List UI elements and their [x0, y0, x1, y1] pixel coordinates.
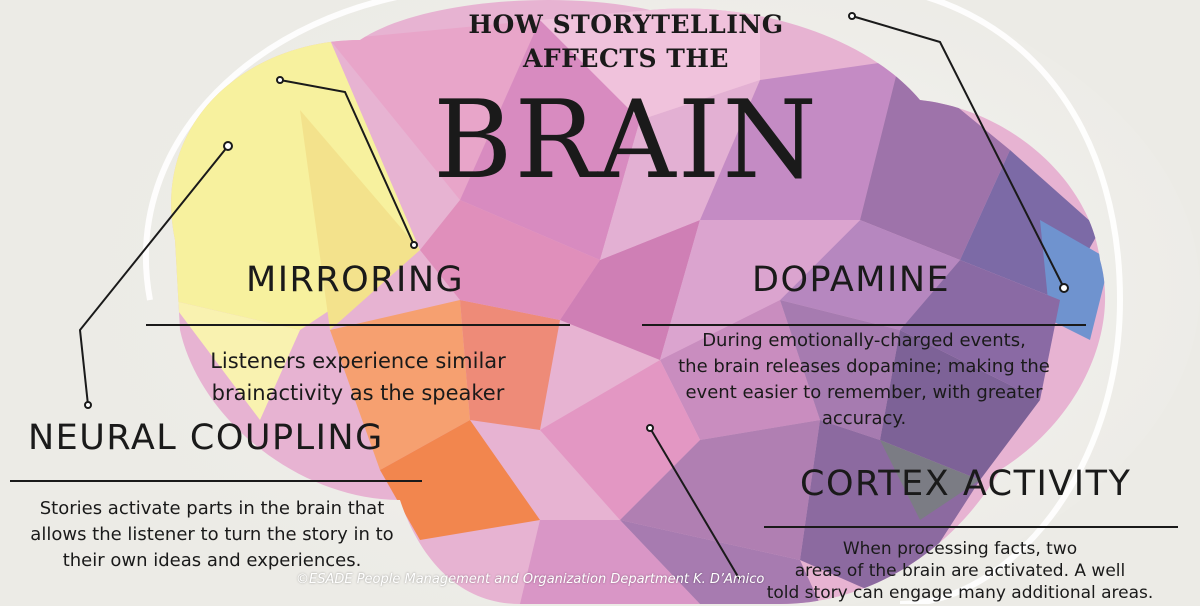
neural-coupling-text-1: Stories activate parts in the brain that: [39, 498, 385, 519]
connector-dopamine: [851, 15, 1065, 289]
connector-cortex: [649, 427, 741, 581]
title-main: BRAIN: [433, 78, 819, 203]
mirroring-divider: [146, 324, 570, 326]
neural-coupling-text-2: allows the listener to turn the story in…: [30, 524, 394, 545]
cortex-activity-heading: CORTEX ACTIVITY: [800, 464, 1132, 504]
dopamine-text-1: During emotionally-charged events,: [702, 330, 1026, 351]
cortex-activity-text-2: areas of the brain are activated. A well: [794, 561, 1126, 581]
cortex-activity-divider: [764, 526, 1178, 528]
title-line-2: AFFECTS THE: [523, 44, 729, 73]
connector-lines: [78, 15, 1065, 581]
dopamine-text-2: the brain releases dopamine; making the: [678, 356, 1050, 377]
dopamine-text-4: accuracy.: [821, 408, 907, 429]
dopamine-heading: DOPAMINE: [752, 260, 951, 300]
neural-coupling-heading: NEURAL COUPLING: [28, 418, 384, 458]
cortex-activity-text-3: told story can engage many additional ar…: [766, 583, 1154, 603]
mirroring-heading: MIRRORING: [246, 260, 465, 300]
dopamine-divider: [642, 324, 1086, 326]
copyright-credit: ©ESADE People Management and Organizatio…: [296, 572, 765, 587]
connector-neural-coupling: [78, 145, 229, 406]
dopamine-text-3: event easier to remember, with greater: [685, 382, 1043, 403]
neural-coupling-divider: [10, 480, 422, 482]
mirroring-text-2: brainactivity as the speaker: [211, 381, 505, 405]
mirroring-text-1: Listeners experience similar: [210, 349, 506, 373]
title-line-1: HOW STORYTELLING: [468, 10, 784, 39]
outer-outline: [142, 0, 1124, 604]
cortex-activity-text-1: When processing facts, two: [842, 539, 1078, 559]
neural-coupling-text-3: their own ideas and experiences.: [62, 550, 362, 571]
connector-mirroring: [279, 79, 415, 246]
connector-dots: [84, 12, 1069, 432]
